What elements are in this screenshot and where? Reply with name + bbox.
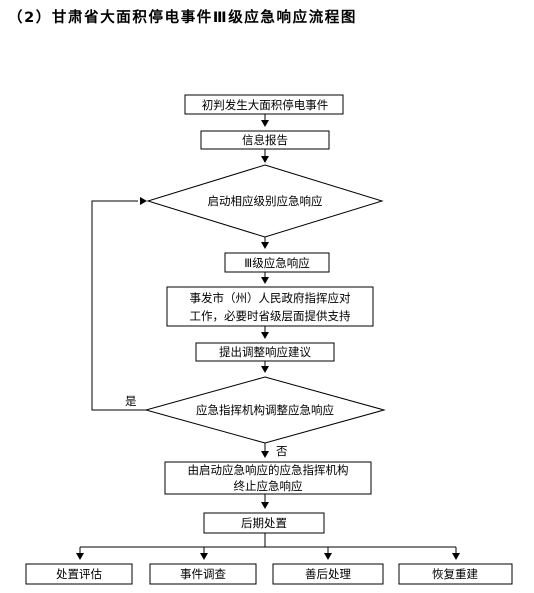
svg-text:启动相应级别应急响应: 启动相应级别应急响应: [208, 194, 323, 208]
node-suggest: 提出调整响应建议: [195, 342, 335, 362]
node-rebuild: 恢复重建: [398, 563, 513, 585]
svg-text:信息报告: 信息报告: [242, 133, 288, 147]
svg-text:事发市（州）人民政府指挥应对: 事发市（州）人民政府指挥应对: [190, 291, 351, 305]
edge-label-yes: 是: [125, 394, 137, 408]
svg-text:善后处理: 善后处理: [305, 567, 351, 581]
node-activate-decision: 启动相应级别应急响应: [146, 164, 384, 238]
svg-text:后期处置: 后期处置: [241, 516, 287, 530]
svg-text:Ⅲ级应急响应: Ⅲ级应急响应: [244, 256, 309, 270]
node-aftermath: 后期处置: [203, 512, 325, 534]
node-report: 信息报告: [200, 130, 330, 150]
node-investigate: 事件调查: [149, 563, 257, 585]
svg-text:初判发生大面积停电事件: 初判发生大面积停电事件: [202, 98, 329, 112]
arrowheads: [76, 120, 460, 560]
node-level3: Ⅲ级应急响应: [224, 252, 330, 273]
node-initial: 初判发生大面积停电事件: [184, 94, 344, 115]
svg-text:提出调整响应建议: 提出调整响应建议: [219, 345, 311, 359]
node-eval: 处置评估: [25, 563, 133, 585]
page-title: （2）甘肃省大面积停电事件Ⅲ级应急响应流程图: [8, 10, 357, 26]
node-local-response: 事发市（州）人民政府指挥应对 工作，必要时省级层面提供支持: [166, 286, 374, 327]
edge-label-no: 否: [276, 444, 288, 458]
svg-text:应急指挥机构调整应急响应: 应急指挥机构调整应急响应: [196, 403, 334, 417]
svg-text:恢复重建: 恢复重建: [432, 567, 478, 581]
svg-text:事件调查: 事件调查: [180, 567, 226, 581]
node-adjust-decision: 应急指挥机构调整应急响应: [144, 376, 386, 444]
node-rehab: 善后处理: [272, 563, 384, 585]
node-terminate: 由启动应急响应的应急指挥机构 终止应急响应: [164, 461, 372, 495]
svg-text:由启动应急响应的应急指挥机构: 由启动应急响应的应急指挥机构: [188, 463, 349, 477]
svg-text:工作，必要时省级层面提供支持: 工作，必要时省级层面提供支持: [190, 309, 351, 323]
svg-text:处置评估: 处置评估: [56, 567, 102, 581]
svg-text:终止应急响应: 终止应急响应: [234, 479, 303, 493]
